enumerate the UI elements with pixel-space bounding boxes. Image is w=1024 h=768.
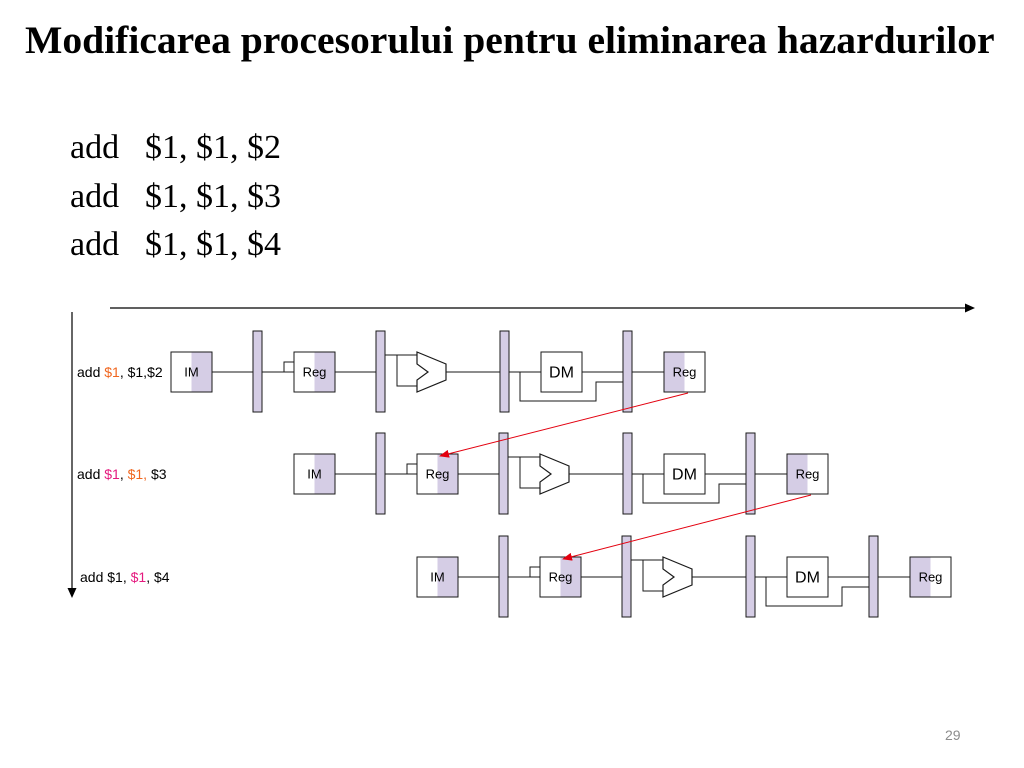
- row-3-source-register: $1: [131, 569, 147, 585]
- register-file-read-read-shade: [314, 352, 335, 392]
- row-3-label-text: , $4: [146, 569, 170, 585]
- instruction-memory-read-shade: [437, 557, 458, 597]
- row-labels: add $1, $1,$2 add $1, $1, $3 add $1, $1,…: [77, 364, 170, 585]
- register-file-write: Reg: [909, 556, 952, 598]
- ex-mem-pipeline-register: [499, 330, 510, 413]
- register-file-write-label: Reg: [673, 365, 697, 380]
- row-1-instruction-label: add $1, $1,$2: [77, 364, 163, 380]
- register-file-write: Reg: [663, 351, 706, 393]
- data-memory: DM: [786, 556, 829, 598]
- instruction-list: add $1, $1, $2 add $1, $1, $3 add $1, $1…: [70, 129, 281, 263]
- row-2-source-register: $1,: [128, 466, 147, 482]
- instruction-memory-read-shade: [191, 352, 212, 392]
- instruction-memory: IM: [170, 351, 213, 393]
- register-file-read: Reg: [293, 351, 336, 393]
- row-3-instruction-label: add $1, $1, $4: [80, 569, 170, 585]
- row-2-instruction-label: add $1, $1, $3: [77, 466, 167, 482]
- instruction-memory: IM: [416, 556, 459, 598]
- wire-register-port: [529, 566, 540, 577]
- pipeline-row-3: IM Reg DM Reg: [416, 535, 952, 618]
- register-file-write-write-shade: [910, 557, 931, 597]
- row-1-dest-register: $1: [104, 364, 120, 380]
- wire-alu-input-b: [519, 457, 541, 489]
- slide-title: Modificarea procesorului pentru eliminar…: [25, 18, 995, 62]
- register-file-read: Reg: [539, 556, 582, 598]
- instruction-memory-label: IM: [307, 467, 321, 482]
- ex-mem-pipeline-register: [622, 432, 633, 515]
- program-order-axis: [67, 312, 77, 598]
- mem-wb-pipeline-register: [622, 330, 633, 413]
- register-file-write: Reg: [786, 453, 829, 495]
- register-file-write-outline: [786, 453, 829, 495]
- register-file-read-read-shade: [437, 454, 458, 494]
- id-ex-pipeline-register: [498, 432, 509, 515]
- row-2-label-text: ,: [120, 466, 128, 482]
- wire-register-port: [283, 361, 294, 372]
- row-1-label-text: , $1,$2: [120, 364, 163, 380]
- id-ex-pipeline-register: [621, 535, 632, 618]
- instruction-memory: IM: [293, 453, 336, 495]
- data-memory: DM: [540, 351, 583, 393]
- register-file-write-outline: [909, 556, 952, 598]
- mem-wb-pipeline-register: [745, 432, 756, 515]
- wire-register-port: [406, 463, 417, 474]
- register-file-write-write-shade: [664, 352, 685, 392]
- instruction-2-opcode: add: [70, 178, 119, 215]
- time-axis: [110, 303, 975, 313]
- data-memory-label: DM: [672, 467, 697, 484]
- page-number: 29: [945, 727, 961, 743]
- wire-mem-bypass: [765, 577, 869, 607]
- data-memory: DM: [663, 453, 706, 495]
- if-id-pipeline-register: [375, 432, 386, 515]
- ex-mem-pipeline-register: [745, 535, 756, 618]
- instruction-memory-read-shade: [314, 454, 335, 494]
- instruction-memory-label: IM: [184, 365, 198, 380]
- row-1-label-text: add: [77, 364, 104, 380]
- wire-alu-input-b: [396, 355, 418, 387]
- data-memory-body: [787, 557, 828, 597]
- id-ex-pipeline-register: [375, 330, 386, 413]
- register-file-read-label: Reg: [426, 467, 450, 482]
- data-memory-body: [664, 454, 705, 494]
- register-file-write-label: Reg: [919, 570, 943, 585]
- register-file-read-read-shade: [560, 557, 581, 597]
- if-id-pipeline-register: [498, 535, 509, 618]
- wire-alu-input-b: [642, 560, 664, 592]
- register-file-read-label: Reg: [549, 570, 573, 585]
- register-file-write-write-shade: [787, 454, 808, 494]
- instruction-3-operands: $1, $1, $4: [145, 226, 281, 263]
- data-memory-label: DM: [795, 570, 820, 587]
- register-file-write-outline: [663, 351, 706, 393]
- forwarding-arrow-1: [439, 392, 689, 458]
- alu: [416, 351, 447, 393]
- data-memory-body: [541, 352, 582, 392]
- register-file-write-label: Reg: [796, 467, 820, 482]
- register-file-read: Reg: [416, 453, 459, 495]
- instruction-1-opcode: add: [70, 129, 119, 166]
- if-id-pipeline-register: [252, 330, 263, 413]
- data-memory-label: DM: [549, 365, 574, 382]
- time-axis-arrowhead: [965, 303, 975, 313]
- pipeline-row-2: IM Reg DM Reg: [293, 432, 829, 515]
- instruction-2-operands: $1, $1, $3: [145, 178, 281, 215]
- program-order-axis-arrowhead: [67, 588, 77, 598]
- instruction-memory-label: IM: [430, 570, 444, 585]
- alu: [662, 556, 693, 598]
- forwarding-arrow-2: [562, 494, 812, 561]
- forwarding-paths: [439, 392, 812, 561]
- row-3-label-text: add $1,: [80, 569, 131, 585]
- instruction-1-operands: $1, $1, $2: [145, 129, 281, 166]
- row-2-label-text: $3: [147, 466, 167, 482]
- mem-wb-pipeline-register: [868, 535, 879, 618]
- instruction-3-opcode: add: [70, 226, 119, 263]
- wire-mem-bypass: [642, 474, 746, 504]
- register-file-read-label: Reg: [303, 365, 327, 380]
- pipeline-row-1: IM Reg DM Reg: [170, 330, 706, 413]
- row-2-dest-register: $1: [104, 466, 120, 482]
- row-2-label-text: add: [77, 466, 104, 482]
- alu: [539, 453, 570, 495]
- wire-mem-bypass: [519, 372, 623, 402]
